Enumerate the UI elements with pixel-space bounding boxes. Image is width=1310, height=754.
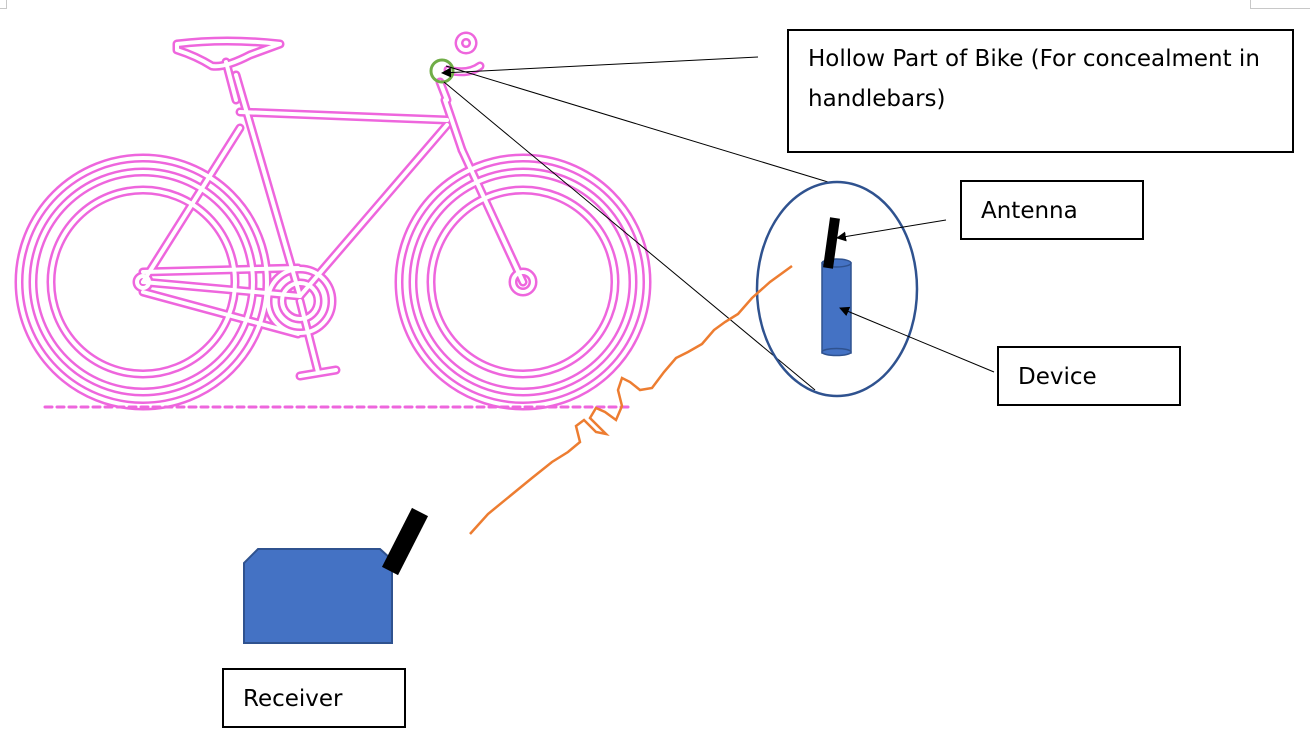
bike-outer-stroke xyxy=(14,31,652,411)
device-cylinder xyxy=(821,258,852,357)
zoom-leader-bottom xyxy=(443,81,816,391)
bicycle-illustration xyxy=(14,31,652,411)
hollow-part-marker xyxy=(429,58,455,84)
hollow-part-label: Hollow Part of Bike (For concealment in … xyxy=(787,29,1294,153)
receiver-unit xyxy=(243,507,429,644)
page-corner-left xyxy=(0,0,7,9)
page-corner-right xyxy=(1250,0,1310,9)
device-label: Device xyxy=(997,346,1181,406)
device-antenna xyxy=(823,217,840,269)
wireless-signal xyxy=(469,264,793,535)
bike-inner-stroke xyxy=(17,34,649,408)
zoom-ellipse xyxy=(755,180,919,398)
device-label-arrow xyxy=(839,306,995,373)
antenna-label: Antenna xyxy=(960,180,1144,240)
zoom-leader-top xyxy=(445,65,829,183)
antenna-label-arrow xyxy=(836,219,947,242)
receiver-label: Receiver xyxy=(222,668,406,728)
hollow-label-arrow xyxy=(441,56,759,78)
receiver-antenna xyxy=(381,507,429,576)
